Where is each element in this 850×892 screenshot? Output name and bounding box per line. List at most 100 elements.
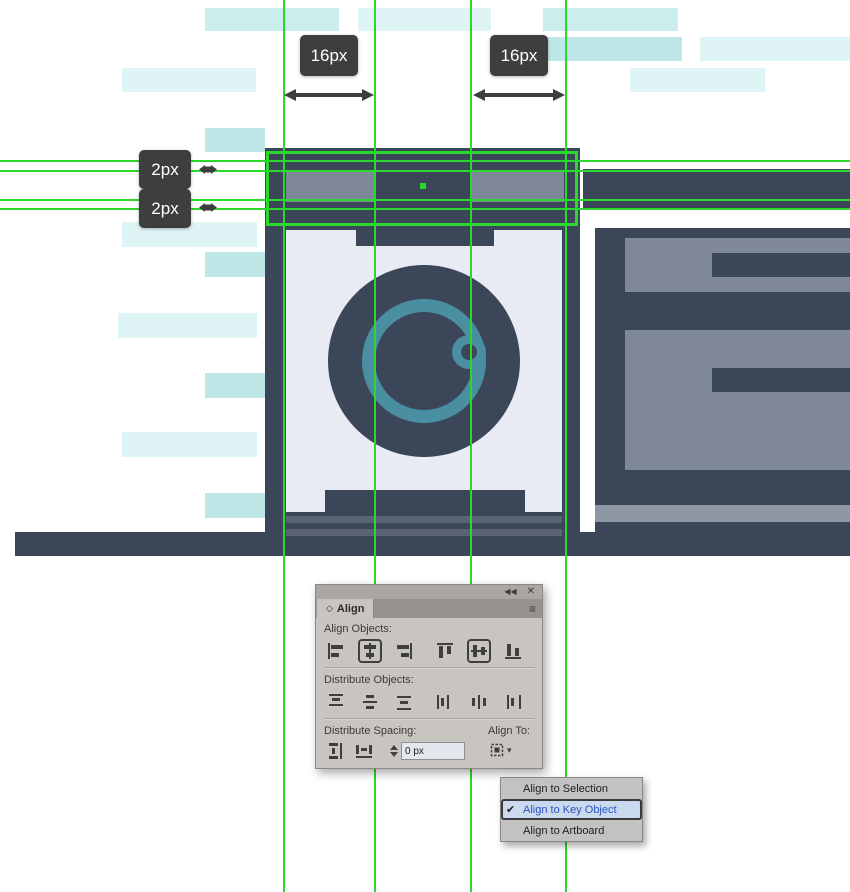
- collapse-panel-icon[interactable]: ◀◀: [504, 587, 517, 596]
- menu-item-label: Align to Selection: [523, 782, 608, 795]
- dryer-base-stripe: [595, 505, 850, 522]
- align-objects-label: Align Objects:: [324, 623, 392, 635]
- guide-vertical: [283, 0, 285, 892]
- align-horizontal-center-button[interactable]: [357, 639, 383, 663]
- measurement-tooltip: 2px: [139, 189, 191, 228]
- measurement-label: 16px: [500, 45, 538, 65]
- align-vertical-bottom-button[interactable]: [500, 639, 525, 663]
- horizontal-distribute-center-icon: [472, 695, 487, 709]
- vertical-distribute-space-icon: [329, 743, 342, 759]
- guide-horizontal: [0, 160, 850, 162]
- align-panel-body: Align Objects:: [315, 618, 543, 769]
- background-brick: [358, 8, 491, 31]
- panel-bottom-row: Distribute Spacing:: [324, 725, 534, 761]
- spacing-handle-icon: [199, 163, 217, 176]
- distribute-spacing-label: Distribute Spacing:: [324, 725, 417, 737]
- dryer-lower-notch: [712, 368, 850, 392]
- align-to-label: Align To:: [488, 725, 530, 737]
- distribute-vertical-bottom-button[interactable]: [391, 690, 416, 714]
- vertical-align-center-icon: [471, 645, 488, 657]
- horizontal-distribute-right-icon: [506, 695, 521, 709]
- menu-item-align-to-key-object[interactable]: ✔ Align to Key Object: [501, 799, 642, 820]
- dryer-lower-rect: [625, 330, 850, 470]
- spacing-value-input[interactable]: [401, 742, 465, 760]
- align-horizontal-left-button[interactable]: [324, 639, 349, 663]
- stepper-up-icon[interactable]: [390, 745, 398, 750]
- washer-top-notch: [356, 230, 494, 246]
- background-brick: [205, 8, 339, 31]
- background-brick: [543, 8, 678, 31]
- measurement-tooltip: 16px: [490, 35, 548, 76]
- background-brick: [630, 68, 765, 92]
- tab-align[interactable]: ◇ Align: [317, 599, 375, 618]
- guide-vertical: [374, 0, 376, 892]
- dryer-upper-notch: [712, 253, 850, 277]
- align-vertical-center-button[interactable]: [466, 639, 492, 663]
- measurement-tooltip: 16px: [300, 35, 358, 76]
- vertical-distribute-top-icon: [329, 694, 344, 706]
- floor-bar: [15, 532, 850, 556]
- panel-divider: [324, 667, 534, 669]
- vertical-align-top-icon: [437, 643, 454, 658]
- tab-align-label: Align: [336, 602, 365, 615]
- measurement-tooltip: 2px: [139, 150, 191, 189]
- horizontal-align-left-icon: [328, 643, 344, 659]
- align-objects-buttons: [324, 639, 534, 663]
- distribute-spacing-group: Distribute Spacing:: [324, 725, 465, 761]
- close-panel-icon[interactable]: ✕: [526, 586, 535, 597]
- stepper-down-icon[interactable]: [390, 752, 398, 757]
- align-vertical-top-button[interactable]: [433, 639, 458, 663]
- distribute-spacing-horizontal-button[interactable]: [353, 741, 375, 761]
- align-horizontal-right-button[interactable]: [391, 639, 416, 663]
- measurement-label: 2px: [151, 159, 179, 179]
- distribute-objects-buttons: [324, 690, 534, 714]
- washer-base-stripe: [286, 529, 562, 536]
- distribute-horizontal-right-button[interactable]: [500, 690, 525, 714]
- washer-bottom-notch: [325, 490, 525, 512]
- distribute-objects-label: Distribute Objects:: [324, 674, 414, 686]
- vertical-distribute-center-icon: [363, 695, 377, 709]
- panel-flyout-menu-icon[interactable]: ≡: [528, 601, 536, 616]
- distribute-spacing-controls: [324, 741, 465, 761]
- background-brick: [118, 313, 257, 338]
- dryer-top-panel-bar: [583, 169, 850, 210]
- background-brick: [205, 252, 265, 277]
- spacing-stepper: [390, 745, 398, 757]
- background-brick: [205, 373, 265, 398]
- measurement-label: 16px: [310, 45, 348, 65]
- menu-item-label: Align to Artboard: [523, 824, 605, 837]
- distribute-horizontal-left-button[interactable]: [433, 690, 458, 714]
- vertical-align-bottom-icon: [504, 644, 521, 659]
- spacing-handle-icon: [199, 201, 217, 214]
- panel-cycle-icon: ◇: [326, 603, 333, 613]
- horizontal-align-right-icon: [396, 643, 412, 659]
- horizontal-distribute-left-icon: [437, 695, 450, 709]
- menu-item-align-to-artboard[interactable]: Align to Artboard: [501, 820, 642, 841]
- measurement-label: 2px: [151, 198, 179, 218]
- background-brick: [545, 37, 682, 61]
- background-brick: [122, 432, 257, 457]
- background-brick: [700, 37, 850, 61]
- measurement-arrow-icon: [284, 88, 374, 102]
- background-brick: [205, 128, 265, 152]
- panel-divider: [324, 718, 534, 720]
- selection-rectangle: [266, 151, 578, 226]
- distribute-spacing-vertical-button[interactable]: [324, 741, 346, 761]
- vertical-distribute-bottom-icon: [396, 696, 411, 710]
- washer-base-stripe: [286, 516, 562, 523]
- guide-vertical: [470, 0, 472, 892]
- distribute-horizontal-center-button[interactable]: [467, 690, 492, 714]
- menu-item-align-to-selection[interactable]: Align to Selection: [501, 778, 642, 799]
- guide-horizontal: [0, 208, 850, 210]
- measurement-arrow-icon: [473, 88, 565, 102]
- checkmark-icon: ✔: [506, 804, 516, 816]
- distribute-vertical-center-button[interactable]: [358, 690, 383, 714]
- background-brick: [205, 493, 265, 518]
- distribute-vertical-top-button[interactable]: [324, 690, 349, 714]
- align-to-group: Align To: ▾: [488, 725, 534, 761]
- align-panel: ◀◀ ✕ ◇ Align ≡ Align Objects:: [315, 584, 543, 769]
- menu-item-label: Align to Key Object: [523, 803, 617, 816]
- align-to-dropdown-button[interactable]: ▾: [488, 742, 514, 759]
- guide-horizontal: [0, 170, 850, 172]
